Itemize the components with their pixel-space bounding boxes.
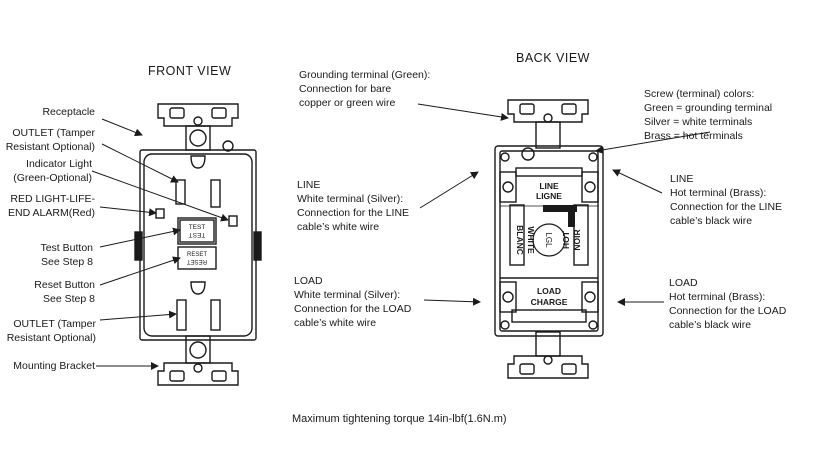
line-hot-label: LINE Hot terminal (Brass): Connection fo…: [670, 172, 782, 228]
front-leaders: [91, 118, 229, 370]
back-lgl-text: LGL: [544, 232, 553, 248]
red-light-label-line2: END ALARM(Red): [8, 207, 95, 219]
reset-button-label: Reset Button See Step 8: [34, 278, 95, 306]
back-top-bracket: [507, 99, 589, 149]
line-white-terminal: [499, 171, 517, 203]
back-view-title: BACK VIEW: [516, 51, 590, 65]
load-right-line2: Hot terminal (Brass):: [669, 291, 766, 303]
back-ligne-text: LIGNE: [536, 191, 562, 201]
outlet-top-label: OUTLET (Tamper Resistant Optional): [6, 126, 95, 154]
back-leaders: [417, 103, 711, 306]
reset-label-line2: See Step 8: [43, 293, 95, 305]
back-blanc-text: BLANC: [515, 225, 525, 255]
line-right-line3: Connection for the LINE: [670, 201, 783, 213]
back-bottom-bracket: [507, 331, 589, 379]
front-top-bracket: [157, 103, 239, 152]
load-left-line1: LOAD: [294, 275, 323, 287]
indicator-light-label: Indicator Light (Green-Optional): [13, 157, 92, 185]
load-white-terminal: [499, 281, 517, 313]
load-right-line1: LOAD: [669, 277, 698, 289]
screw-colors-legend: Screw (terminal) colors: Green = groundi…: [644, 87, 772, 143]
load-right-line4: cable’s black wire: [669, 319, 752, 331]
grounding-terminal-label: Grounding terminal (Green): Connection f…: [299, 68, 430, 110]
load-left-line2: White terminal (Silver):: [294, 289, 401, 301]
reset-text-mirror: RESET: [187, 258, 207, 264]
torque-note: Maximum tightening torque 14in-lbf(1.6N.…: [292, 413, 507, 425]
load-white-label: LOAD White terminal (Silver): Connection…: [294, 274, 411, 330]
test-text: TEST: [189, 224, 206, 231]
back-white-text: WHITE: [526, 226, 536, 254]
front-housing: [139, 149, 257, 341]
line-left-line2: White terminal (Silver):: [297, 193, 404, 205]
load-left-line4: cable’s white wire: [294, 317, 377, 329]
indicator-light: [228, 215, 238, 227]
ground-screw: [521, 147, 535, 161]
outlet-top-label-line2: Resistant Optional): [5, 141, 95, 153]
red-light-label-line1: RED LIGHT-LIFE-: [10, 193, 95, 205]
strip-gauge: [543, 205, 577, 212]
reset-text: RESET: [187, 252, 207, 258]
back-device: [494, 99, 604, 379]
line-left-line4: cable’s white wire: [297, 221, 380, 233]
back-charge-text: CHARGE: [531, 297, 568, 307]
back-hot-text: HOT: [561, 230, 571, 249]
line-left-line1: LINE: [297, 179, 321, 191]
line-hot-terminal: [581, 171, 599, 203]
line-right-line1: LINE: [670, 173, 694, 185]
mounting-bracket-label: Mounting Bracket: [13, 360, 95, 372]
back-housing: [494, 145, 604, 337]
grounding-line2: Connection for bare: [299, 83, 392, 95]
colors-line3: Silver = white terminals: [644, 116, 753, 128]
outlet-bottom-label-line2: Resistant Optional): [6, 332, 96, 344]
back-line-text: LINE: [539, 181, 559, 191]
load-right-line3: Connection for the LOAD: [669, 305, 787, 317]
indicator-label-line1: Indicator Light: [26, 158, 92, 170]
line-right-line4: cable’s black wire: [670, 215, 753, 227]
line-left-line3: Connection for the LINE: [297, 207, 410, 219]
test-label-line1: Test Button: [40, 242, 93, 254]
line-right-line2: Hot terminal (Brass):: [670, 187, 767, 199]
outlet-top-label-line1: OUTLET (Tamper: [12, 127, 95, 139]
reset-label-line1: Reset Button: [34, 279, 95, 291]
red-light-label: RED LIGHT-LIFE- END ALARM(Red): [8, 192, 95, 220]
back-noir-text: NOIR: [572, 229, 582, 250]
reset-button: [177, 246, 217, 270]
front-view-title: FRONT VIEW: [148, 64, 232, 78]
load-hot-label: LOAD Hot terminal (Brass): Connection fo…: [669, 276, 786, 332]
colors-line1: Screw (terminal) colors:: [644, 88, 755, 100]
colors-line4: Brass = hot terminals: [644, 130, 743, 142]
receptacle-label: Receptacle: [42, 106, 95, 118]
indicator-label-line2: (Green-Optional): [13, 172, 92, 184]
front-bottom-bracket: [157, 335, 239, 386]
lower-outlet: [176, 281, 221, 331]
colors-line2: Green = grounding terminal: [644, 102, 773, 114]
test-text-mirror: TEST: [189, 231, 206, 238]
upper-outlet: [175, 155, 221, 208]
red-light: [155, 208, 165, 219]
grounding-line3: copper or green wire: [299, 97, 396, 109]
line-white-label: LINE White terminal (Silver): Connection…: [297, 178, 409, 234]
test-button-label: Test Button See Step 8: [40, 241, 93, 269]
load-hot-terminal: [581, 281, 599, 313]
outlet-bottom-label: OUTLET (Tamper Resistant Optional): [7, 317, 96, 345]
grounding-line1: Grounding terminal (Green):: [299, 69, 431, 81]
outlet-bottom-label-line1: OUTLET (Tamper: [13, 318, 96, 330]
back-load-text: LOAD: [537, 286, 561, 296]
load-left-line3: Connection for the LOAD: [294, 303, 412, 315]
front-device: [134, 103, 262, 386]
test-label-line2: See Step 8: [41, 256, 93, 268]
